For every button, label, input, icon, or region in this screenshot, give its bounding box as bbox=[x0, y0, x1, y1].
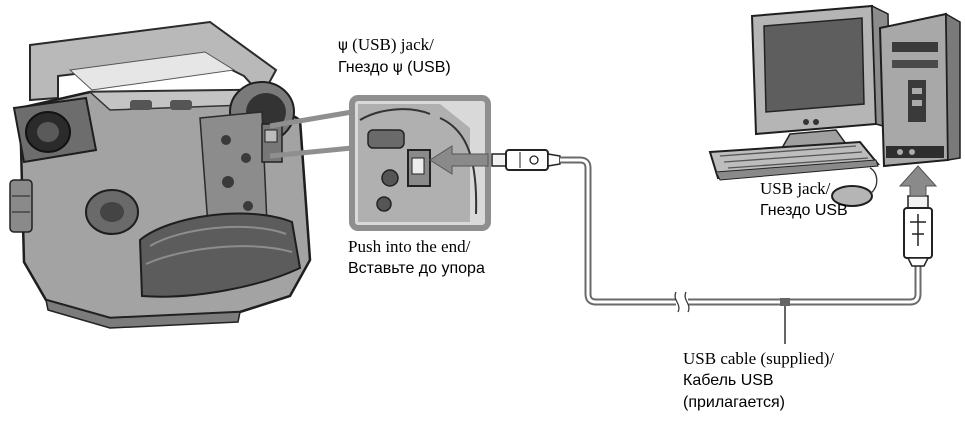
camcorder-illustration bbox=[9, 20, 312, 329]
usb-icon: ψ bbox=[338, 36, 348, 54]
label-usb-cable: USB cable (supplied)/ Кабель USB (прилаг… bbox=[683, 349, 835, 411]
jack-detail-zoom bbox=[349, 95, 491, 231]
label-computer-usb-jack: USB jack/ Гнездо USB bbox=[760, 179, 848, 219]
usb-plug-computer bbox=[903, 195, 933, 267]
computer-illustration bbox=[708, 4, 961, 207]
usb-icon: ψ bbox=[392, 58, 403, 76]
label-camcorder-usb-jack: ψ (USB) jack/ Гнездо ψ (USB) bbox=[338, 35, 451, 76]
label-push-into-end: Push into the end/ Вставьте до упора bbox=[348, 237, 485, 277]
zoom-projection-lines bbox=[269, 109, 353, 159]
pc-insert-arrow bbox=[898, 165, 938, 197]
usb-cable bbox=[560, 156, 922, 344]
insert-arrow bbox=[429, 145, 489, 175]
usb-plug-camera bbox=[491, 149, 561, 171]
